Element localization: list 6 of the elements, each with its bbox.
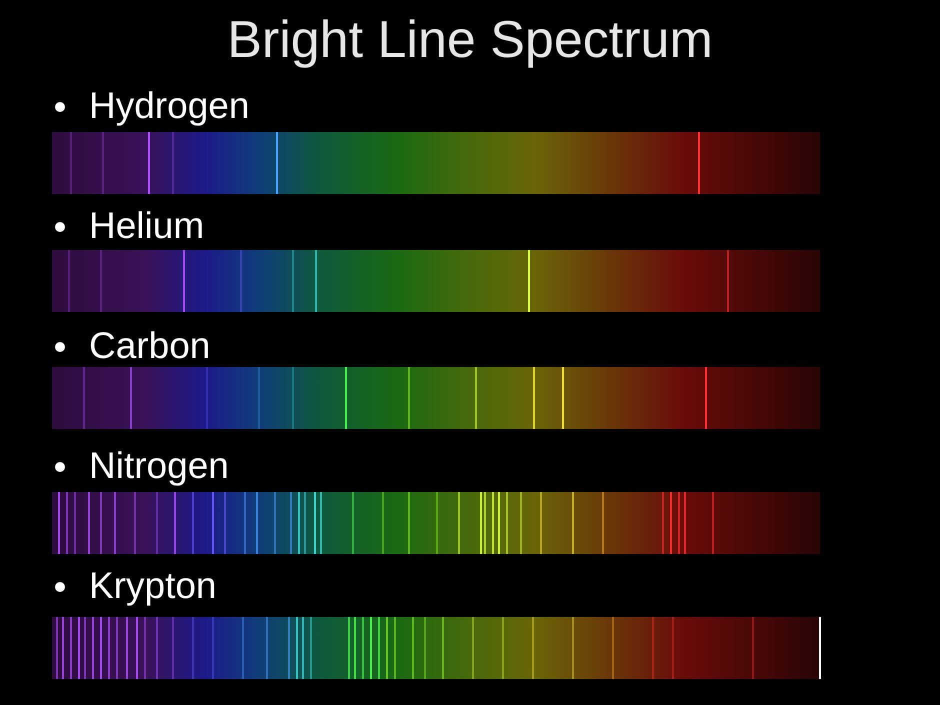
element-label: Helium <box>89 204 204 248</box>
element-label: Carbon <box>89 324 210 368</box>
slide-title: Bright Line Spectrum <box>226 10 714 71</box>
element-label: Krypton <box>89 564 217 608</box>
element-label: Hydrogen <box>89 84 250 128</box>
element-label: Nitrogen <box>89 444 229 488</box>
